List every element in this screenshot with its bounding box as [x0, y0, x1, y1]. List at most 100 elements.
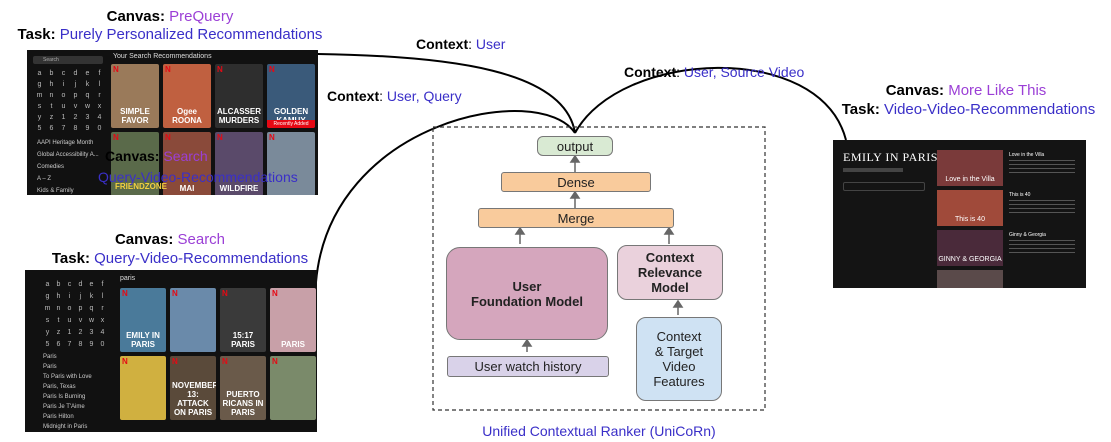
prequery-side-item[interactable]: Global Accessibility A... — [37, 152, 99, 158]
prequery-key[interactable]: i — [62, 81, 65, 88]
search-key[interactable]: h — [56, 293, 61, 300]
search-key[interactable]: y — [45, 329, 50, 336]
prequery-tile[interactable]: N — [267, 132, 315, 195]
search-key[interactable]: l — [101, 293, 104, 300]
search-query-text[interactable]: paris — [120, 275, 136, 282]
search-tile[interactable]: N — [120, 356, 166, 420]
prequery-side-item[interactable]: A – Z — [37, 176, 52, 182]
prequery-key[interactable]: p — [73, 92, 78, 99]
search-key[interactable]: s — [45, 317, 50, 324]
search-key[interactable]: 9 — [89, 341, 94, 348]
prequery-key[interactable]: n — [49, 92, 54, 99]
search-side-item[interactable]: Paris Is Burning — [43, 394, 86, 400]
search-key[interactable]: j — [79, 293, 82, 300]
prequery-key[interactable]: 4 — [97, 114, 102, 121]
search-key[interactable]: 8 — [78, 341, 83, 348]
morelike-search-field[interactable] — [843, 182, 925, 191]
search-key[interactable]: r — [101, 305, 104, 312]
prequery-side-item[interactable]: AAPI Heritage Month — [37, 140, 94, 146]
search-key[interactable]: 5 — [45, 341, 50, 348]
morelike-item[interactable]: Uncoupled — [937, 270, 1082, 288]
prequery-key[interactable]: e — [85, 70, 90, 77]
search-key[interactable]: p — [78, 305, 83, 312]
search-key[interactable]: k — [89, 293, 94, 300]
prequery-key[interactable]: a — [37, 70, 42, 77]
prequery-key[interactable]: k — [85, 81, 90, 88]
search-key[interactable]: 7 — [67, 341, 72, 348]
search-key[interactable]: z — [56, 329, 61, 336]
prequery-key[interactable]: 7 — [61, 125, 66, 132]
search-key[interactable]: t — [57, 317, 60, 324]
prequery-tile[interactable]: N — [111, 132, 159, 195]
prequery-key[interactable]: m — [36, 92, 43, 99]
prequery-key[interactable]: c — [61, 70, 66, 77]
search-key[interactable]: d — [78, 281, 83, 288]
prequery-side-item[interactable]: Comedies — [37, 164, 65, 170]
prequery-search-box[interactable]: Search — [33, 56, 103, 64]
search-key[interactable]: 6 — [56, 341, 61, 348]
prequery-key[interactable]: j — [74, 81, 77, 88]
search-side-item[interactable]: Midnight in Paris — [43, 424, 88, 430]
prequery-key[interactable]: r — [98, 92, 101, 99]
search-key[interactable]: 4 — [100, 329, 105, 336]
prequery-key[interactable]: b — [49, 70, 54, 77]
search-side-item[interactable]: Paris — [43, 354, 57, 360]
search-key[interactable]: 3 — [89, 329, 94, 336]
search-key[interactable]: n — [56, 305, 61, 312]
search-key[interactable]: b — [56, 281, 61, 288]
search-key[interactable]: f — [101, 281, 104, 288]
prequery-key[interactable]: u — [61, 103, 66, 110]
search-side-item[interactable]: Paris Je T'Aime — [43, 404, 85, 410]
search-key[interactable]: 2 — [78, 329, 83, 336]
search-key[interactable]: v — [78, 317, 83, 324]
prequery-key[interactable]: 6 — [49, 125, 54, 132]
prequery-key[interactable]: y — [37, 114, 42, 121]
search-tile[interactable]: N — [270, 356, 316, 420]
prequery-key[interactable]: q — [85, 92, 90, 99]
prequery-key[interactable]: t — [50, 103, 53, 110]
search-key[interactable]: w — [88, 317, 95, 324]
search-key[interactable]: u — [67, 317, 72, 324]
search-tile[interactable]: N — [170, 288, 216, 352]
prequery-side-item[interactable]: Kids & Family — [37, 188, 74, 194]
prequery-key[interactable]: 2 — [73, 114, 78, 121]
search-key[interactable]: m — [44, 305, 51, 312]
search-side-item[interactable]: Paris, Texas — [43, 384, 76, 390]
search-side-item[interactable]: To Paris with Love — [43, 374, 92, 380]
prequery-key[interactable]: l — [98, 81, 101, 88]
prequery-key[interactable]: 9 — [85, 125, 90, 132]
search-side-item[interactable]: Paris — [43, 364, 57, 370]
search-side-item[interactable]: Paris Hilton — [43, 414, 74, 420]
prequery-key[interactable]: d — [73, 70, 78, 77]
prequery-key[interactable]: v — [73, 103, 78, 110]
prequery-key[interactable]: x — [97, 103, 102, 110]
prequery-key[interactable]: 0 — [97, 125, 102, 132]
search-key[interactable]: g — [45, 293, 50, 300]
prequery-key[interactable]: 3 — [85, 114, 90, 121]
search-key[interactable]: q — [89, 305, 94, 312]
search-key[interactable]: x — [100, 317, 105, 324]
search-key[interactable]: o — [67, 305, 72, 312]
prequery-key[interactable]: 8 — [73, 125, 78, 132]
prequery-key[interactable]: 1 — [61, 114, 66, 121]
prequery-key[interactable]: s — [37, 103, 42, 110]
search-key[interactable]: i — [68, 293, 71, 300]
search-key[interactable]: 1 — [67, 329, 72, 336]
search-key[interactable]: c — [67, 281, 72, 288]
prequery-key[interactable]: f — [98, 70, 101, 77]
search-key[interactable]: e — [89, 281, 94, 288]
search-key[interactable]: 0 — [100, 341, 105, 348]
prequery-key[interactable]: o — [61, 92, 66, 99]
